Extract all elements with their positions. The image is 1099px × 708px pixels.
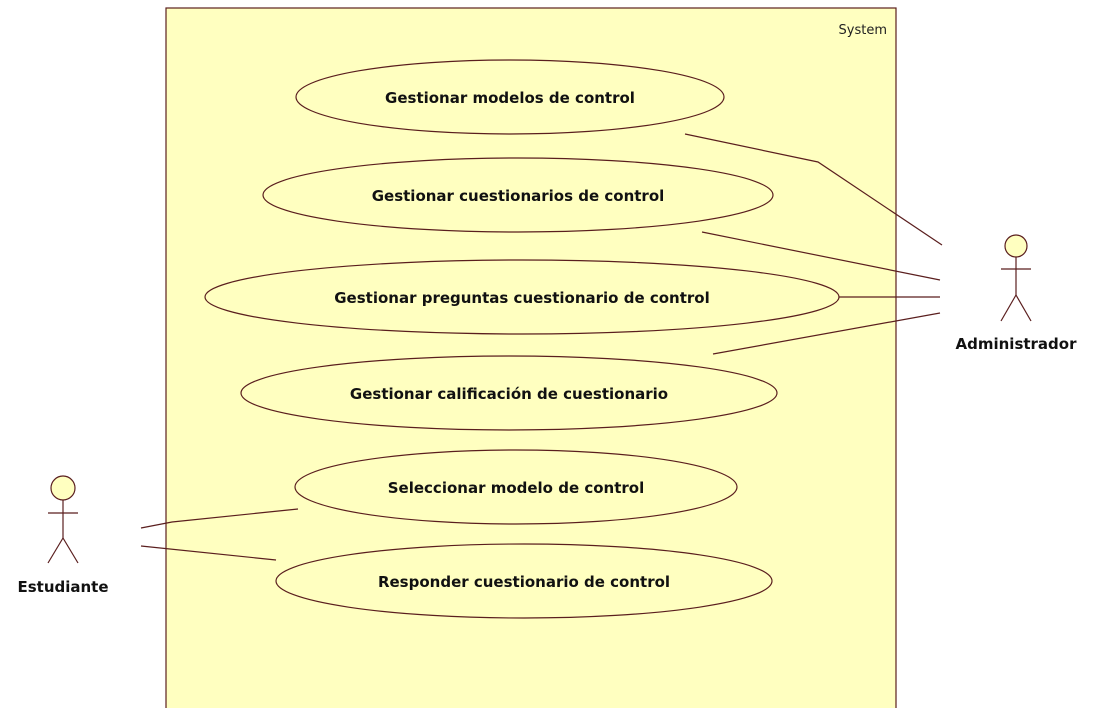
use-case-ellipse [204, 259, 840, 335]
association-admin-uc4 [712, 312, 941, 355]
associations [140, 133, 943, 561]
use-case-label: Gestionar cuestionarios de control [372, 187, 665, 205]
actor-estudiante[interactable] [47, 475, 79, 564]
use-case-ellipse [295, 59, 725, 135]
use-case-gestionar-preguntas[interactable]: Gestionar preguntas cuestionario de cont… [204, 259, 840, 335]
actor-leg-left [1000, 294, 1017, 322]
actor-label-administrador: Administrador [956, 335, 1078, 353]
use-case-gestionar-modelos[interactable]: Gestionar modelos de control [295, 59, 725, 135]
use-case-label: Gestionar modelos de control [385, 89, 635, 107]
association-admin-uc2 [701, 231, 941, 281]
system-label: System [839, 23, 887, 38]
actor-head-icon [1004, 234, 1028, 258]
use-case-ellipse [275, 543, 773, 619]
actor-administrador[interactable] [1000, 234, 1032, 322]
use-case-gestionar-calificacion[interactable]: Gestionar calificación de cuestionario [240, 355, 778, 431]
use-case-ellipse [240, 355, 778, 431]
association-estudiante-uc5 [140, 508, 299, 529]
use-case-seleccionar-modelo[interactable]: Seleccionar modelo de control [294, 449, 738, 525]
use-case-gestionar-cuestionarios[interactable]: Gestionar cuestionarios de control [262, 157, 774, 233]
actor-leg-right [1015, 294, 1032, 322]
use-case-label: Seleccionar modelo de control [388, 479, 644, 497]
use-case-ellipse [262, 157, 774, 233]
association-estudiante-uc6 [140, 545, 277, 561]
use-case-label: Gestionar calificación de cuestionario [350, 385, 668, 403]
actor-leg-left [47, 537, 64, 564]
use-case-responder-cuestionario[interactable]: Responder cuestionario de control [275, 543, 773, 619]
use-case-label: Responder cuestionario de control [378, 573, 670, 591]
use-case-ellipse [294, 449, 738, 525]
use-case-label: Gestionar preguntas cuestionario de cont… [334, 289, 709, 307]
actor-label-estudiante: Estudiante [17, 578, 108, 596]
actor-head-icon [50, 475, 76, 501]
association-admin-uc1 [684, 133, 943, 246]
actor-leg-right [62, 537, 79, 564]
